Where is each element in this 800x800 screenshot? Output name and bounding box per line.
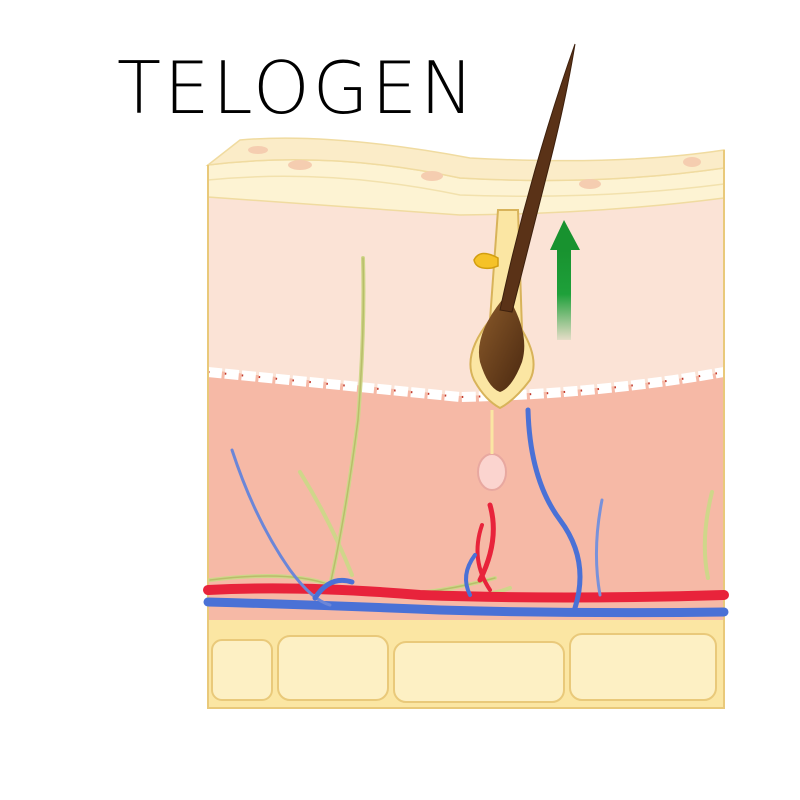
artery (203, 502, 729, 603)
hair-shaft (499, 43, 576, 313)
papillary-dermis-layer (208, 196, 724, 396)
dermal-papilla (477, 453, 507, 491)
sebaceous-gland (473, 252, 499, 270)
cell-membrane-line (207, 367, 725, 403)
club-hair-bulb (478, 300, 525, 392)
growth-arrow-icon (550, 220, 580, 340)
diagram-title: TELOGEN (117, 46, 477, 130)
subcutaneous-fat-layer (207, 617, 725, 709)
vein (203, 407, 729, 618)
